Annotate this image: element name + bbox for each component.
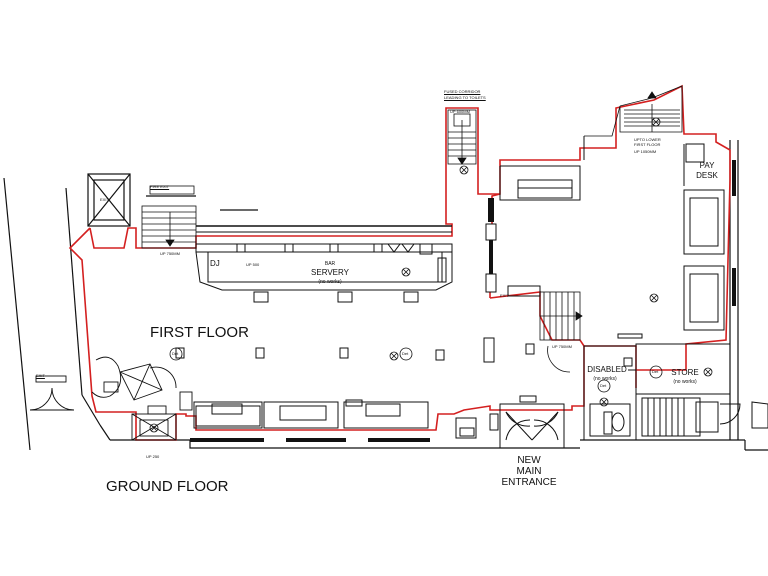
det-label-4: Det <box>600 383 607 388</box>
lift-shaft <box>87 173 196 227</box>
light-fitting-icon <box>149 117 713 433</box>
store-label: STORE <box>671 368 699 377</box>
columns-solid <box>488 198 494 274</box>
corridor-label-1: FUSED CORRIDOR <box>444 89 481 94</box>
pay-label: PAY <box>699 161 715 170</box>
fire-exit-label: FIRE EXIT <box>150 184 170 189</box>
bar-servery <box>195 209 453 303</box>
entrance-label-line3: ENTRANCE <box>501 477 557 488</box>
store-note: (no works) <box>673 379 697 385</box>
servery-label: SERVERY <box>311 268 349 277</box>
up-250-label: UP 250 <box>146 454 160 459</box>
desk-label: DESK <box>696 171 718 180</box>
exit-sign-center: EXIT <box>500 293 509 298</box>
up-750-label-left: UP 750MM <box>160 251 180 256</box>
corridor-label-2: LEADING TO TOILETS <box>444 95 486 100</box>
dj-label: DJ <box>210 259 220 268</box>
det-label-2: Det <box>402 351 409 356</box>
entrance-label-line1: NEW <box>517 455 541 466</box>
first-floor-label: FIRST FLOOR <box>150 324 249 341</box>
works-boundary <box>68 84 731 441</box>
stair-center <box>539 291 583 373</box>
stair-left <box>141 185 197 249</box>
detector-icon <box>169 347 663 393</box>
right-hall-walls <box>499 136 736 339</box>
det-label-3: Det <box>652 369 659 374</box>
upto-lower-label-2: FIRST FLOOR <box>634 142 661 147</box>
disabled-note: (no works) <box>593 376 617 382</box>
up-600-label: UP 600MM <box>450 109 470 114</box>
store-room <box>635 343 768 437</box>
left-entry <box>29 356 193 441</box>
exit-sign-left: EXIT <box>36 373 45 378</box>
entrance-doors <box>489 395 565 449</box>
disabled-wc <box>583 345 637 441</box>
entrance-label-line2: MAIN <box>516 466 542 477</box>
disabled-label: DISABLED <box>587 365 627 374</box>
front-booths <box>190 399 477 442</box>
servery-note: (no works) <box>318 279 342 285</box>
columns <box>175 223 541 363</box>
exit-sign-lift: EXIT <box>100 197 109 202</box>
up-1050-label: UP 1050MM <box>634 149 657 154</box>
bar-label: BAR <box>324 261 336 267</box>
stair-toilet-corridor <box>447 109 477 165</box>
up-500-label: UP 500 <box>246 262 260 267</box>
ground-floor-label: GROUND FLOOR <box>106 478 229 495</box>
upto-lower-label-1: UPTO LOWER <box>634 137 661 142</box>
det-label-1: Det <box>172 351 179 356</box>
up-750-label-center: UP 750MM <box>552 344 572 349</box>
